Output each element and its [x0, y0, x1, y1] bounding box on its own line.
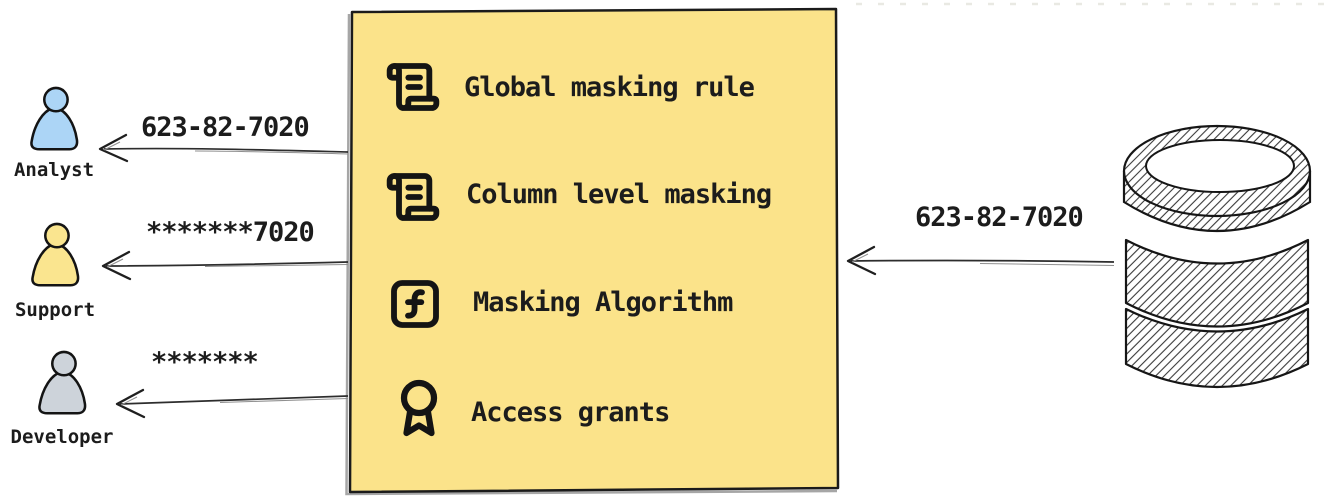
award-icon — [400, 379, 438, 437]
function-square-icon — [391, 280, 439, 328]
arrow-to-analyst — [98, 133, 349, 163]
flow-value-label: 623-82-7020 — [141, 112, 310, 143]
person-icon — [31, 222, 80, 287]
arrow-to-support — [101, 250, 349, 281]
flow-value-label: *******7020 — [146, 217, 315, 248]
user-support: Support — [10, 222, 100, 320]
person-icon — [30, 86, 79, 151]
database-icon — [1122, 124, 1312, 388]
scroll-text-icon — [386, 173, 440, 221]
scroll-text-icon — [386, 63, 440, 111]
user-role-label: Analyst — [13, 159, 95, 181]
policy-item-label: Access grants — [471, 397, 670, 428]
policy-item-label: Global masking rule — [464, 72, 755, 103]
arrow-to-developer — [115, 388, 349, 419]
policy-box-shape — [348, 7, 840, 494]
user-role-label: Developer — [10, 426, 114, 448]
user-role-label: Support — [14, 299, 96, 321]
arrow-db-to-policy-box — [846, 245, 1115, 276]
user-analyst: Analyst — [6, 86, 102, 180]
policy-item-label: Column level masking — [466, 179, 772, 210]
person-icon — [38, 350, 87, 415]
db-outbound-value-label: 623-82-7020 — [915, 202, 1084, 233]
policy-item-label: Masking Algorithm — [473, 287, 733, 318]
policy-box-shadow — [345, 13, 838, 496]
user-developer: Developer — [10, 350, 114, 448]
flow-value-label: ******* — [151, 347, 259, 378]
